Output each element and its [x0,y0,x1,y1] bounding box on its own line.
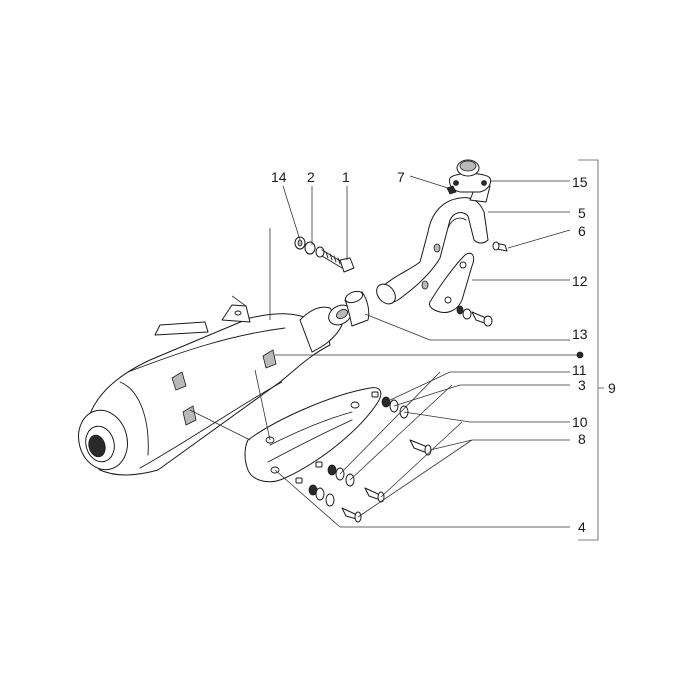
callout-11: 11 [572,362,587,378]
callout-7: 7 [397,169,405,185]
leader-lines [189,175,584,528]
muffler [78,304,352,476]
callout-1: 1 [342,169,350,185]
callout-3: 3 [578,377,586,393]
callout-9: 9 [608,380,616,396]
small-screw [492,241,508,252]
callout-13: 13 [572,326,588,342]
callout-5: 5 [578,205,586,221]
exhaust-header-pipe [376,159,491,305]
mounting-bolt-set [294,236,355,273]
link-sleeve [344,290,370,327]
callout-15: 15 [572,174,588,190]
bracket-plate [244,387,382,483]
callout-6: 6 [578,223,586,239]
bracket-fastener-row-2 [315,461,385,503]
callout-2: 2 [307,169,315,185]
callout-14: 14 [271,169,287,185]
group-bracket [578,159,599,541]
callout-4: 4 [578,519,586,535]
callout-8: 8 [578,431,586,447]
callout-12: 12 [572,273,588,289]
pipe-hanger-bracket [429,252,475,313]
flange-nut [446,185,457,195]
hanger-bolt-set [456,305,493,327]
bracket-fastener-row-1 [371,391,432,456]
callout-10: 10 [572,414,588,430]
